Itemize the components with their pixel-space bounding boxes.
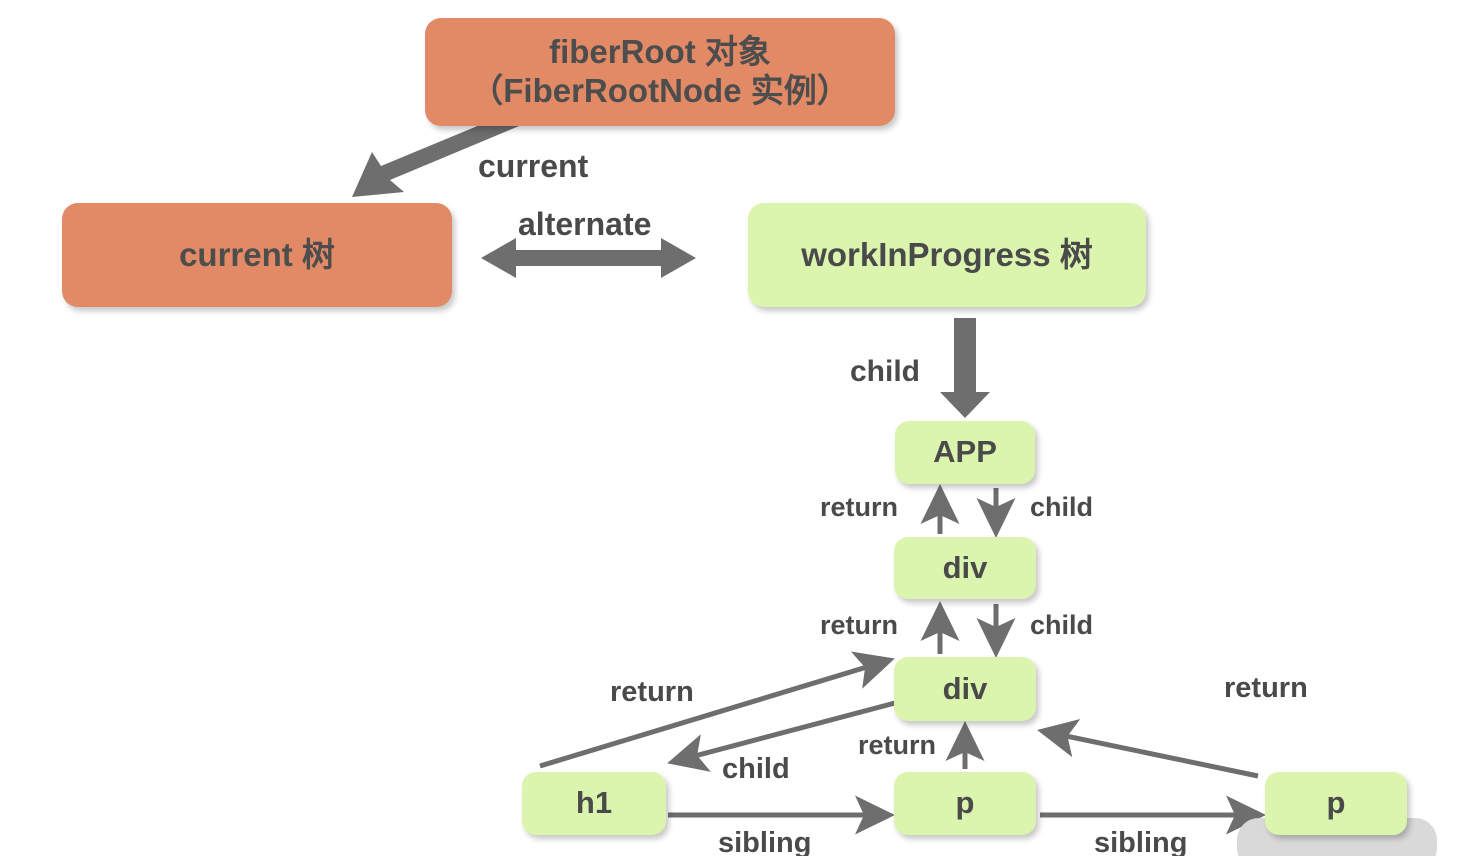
node-current-tree[interactable]: current 树 (62, 203, 452, 307)
node-p-second-label: p (1326, 785, 1346, 821)
edge-child-wip-arrow (940, 318, 990, 418)
edge-label-alternate: alternate (518, 206, 652, 242)
edge-return-h1-arrow (539, 651, 895, 769)
edge-label-sibling-h1-p: sibling (718, 827, 812, 856)
node-h1[interactable]: h1 (522, 772, 666, 835)
node-p-first[interactable]: p (894, 772, 1036, 835)
node-fiberroot-label-line2: （FiberRootNode 实例） (470, 72, 850, 109)
edge-label-return-div-app: return (820, 492, 899, 522)
edge-alternate-arrow (481, 238, 696, 278)
edge-label-current: current (478, 148, 589, 184)
edge-label-return-p-second: return (1224, 672, 1308, 704)
node-fiberroot-label-line1: fiberRoot 对象 (549, 33, 771, 71)
node-workinprogress-tree[interactable]: workInProgress 树 (748, 203, 1146, 307)
edge-label-return-p-first: return (858, 730, 937, 760)
node-div-outer-label: div (942, 549, 988, 585)
node-h1-label: h1 (575, 785, 613, 821)
node-div-inner[interactable]: div (894, 657, 1036, 721)
node-app-label: APP (933, 434, 997, 470)
edge-label-sibling-p-p: sibling (1094, 827, 1188, 856)
node-div-outer[interactable]: div (894, 537, 1036, 599)
edge-label-child-div-div: child (1030, 610, 1094, 640)
edge-label-return-div-div: return (820, 610, 899, 640)
node-app[interactable]: APP (895, 421, 1035, 484)
node-p-first-label: p (955, 785, 975, 821)
node-p-second[interactable]: p (1265, 772, 1407, 835)
edge-label-child-app-div: child (1030, 492, 1094, 522)
node-div-inner-label: div (942, 670, 988, 706)
edge-return-p2-arrow (1037, 719, 1259, 779)
node-current-tree-label: current 树 (179, 235, 335, 273)
edge-label-child-wip: child (850, 355, 921, 388)
edge-label-return-h1: return (610, 676, 694, 708)
node-fiberroot[interactable]: fiberRoot 对象 （FiberRootNode 实例） (425, 18, 895, 126)
node-workinprogress-tree-label: workInProgress 树 (801, 235, 1093, 273)
edge-label-child-h1: child (722, 753, 790, 785)
